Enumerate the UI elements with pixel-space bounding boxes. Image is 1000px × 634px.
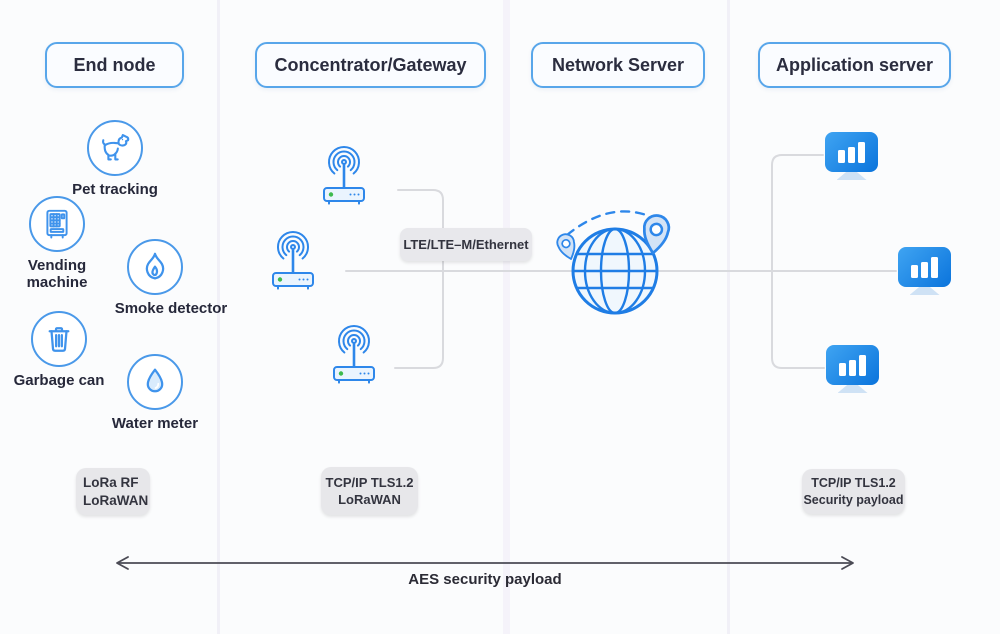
header-label: Application server <box>775 54 934 75</box>
dashed-route-arc <box>565 210 651 237</box>
header-application-server: Application server <box>758 42 951 88</box>
gateway-protocols-badge: TCP/IP TLS1.2 LoRaWAN <box>321 467 418 515</box>
chart-bar <box>859 355 866 376</box>
chart-bar <box>921 262 928 278</box>
device-label: Water meter <box>111 415 199 432</box>
water-drop-icon <box>127 354 183 410</box>
chart-bar <box>848 147 855 163</box>
monitor-stand <box>837 385 868 393</box>
device-label: Vending machine <box>26 257 88 291</box>
protocol-line: LoRa RF <box>83 474 139 490</box>
protocol-line: TCP/IP TLS1.2 <box>811 476 896 490</box>
chart-bar <box>849 360 856 376</box>
wifi-router-icon <box>323 146 365 205</box>
chart-bar <box>838 150 845 163</box>
gateway-bus-line <box>345 189 574 369</box>
dog-icon <box>87 120 143 176</box>
chart-bar <box>839 363 846 376</box>
end-node-protocols-badge: LoRa RF LoRaWAN <box>76 468 150 515</box>
monitor-stand <box>909 287 940 295</box>
monitor-screen <box>826 345 879 385</box>
header-end-node: End node <box>45 42 184 88</box>
protocol-line: LoRaWAN <box>338 492 401 507</box>
network-to-appserver-line <box>658 154 897 369</box>
trash-icon <box>31 311 87 367</box>
aes-security-payload-label: AES security payload <box>408 571 562 588</box>
chart-bar <box>911 265 918 278</box>
monitor-chart-icon <box>898 247 951 295</box>
app-server-protocols-badge: TCP/IP TLS1.2 Security payload <box>802 469 905 514</box>
map-pin-icon <box>556 233 576 260</box>
protocol-line: TCP/IP TLS1.2 <box>325 474 414 490</box>
monitor-chart-icon <box>825 132 878 180</box>
wifi-router-icon <box>333 325 375 384</box>
device-label: Garbage can <box>13 372 105 389</box>
column-divider <box>217 0 220 634</box>
chart-bar <box>931 257 938 278</box>
column-divider <box>503 0 510 634</box>
chart-bar <box>858 142 865 163</box>
monitor-screen <box>825 132 878 172</box>
header-label: Concentrator/Gateway <box>274 54 467 75</box>
globe-location-icon <box>556 210 671 315</box>
flame-icon <box>127 239 183 295</box>
monitor-screen <box>898 247 951 287</box>
device-label: Pet tracking <box>72 181 158 198</box>
link-label-text: LTE/LTE–M/Ethernet <box>403 236 529 252</box>
column-divider <box>727 0 730 634</box>
protocol-line: Security payload <box>803 492 904 507</box>
aes-double-arrow <box>116 556 854 570</box>
header-label: End node <box>73 54 156 75</box>
header-concentrator-gateway: Concentrator/Gateway <box>255 42 486 88</box>
monitor-chart-icon <box>826 345 879 393</box>
gateway-network-link-label: LTE/LTE–M/Ethernet <box>400 228 532 261</box>
globe <box>571 227 659 315</box>
protocol-line: LoRaWAN <box>83 492 149 508</box>
map-pin-icon <box>642 214 671 255</box>
header-network-server: Network Server <box>531 42 705 88</box>
vending-machine-icon <box>29 196 85 252</box>
monitor-stand <box>836 172 867 180</box>
device-label: Smoke detector <box>114 300 228 317</box>
wifi-router-icon <box>272 231 314 290</box>
header-label: Network Server <box>551 54 685 75</box>
